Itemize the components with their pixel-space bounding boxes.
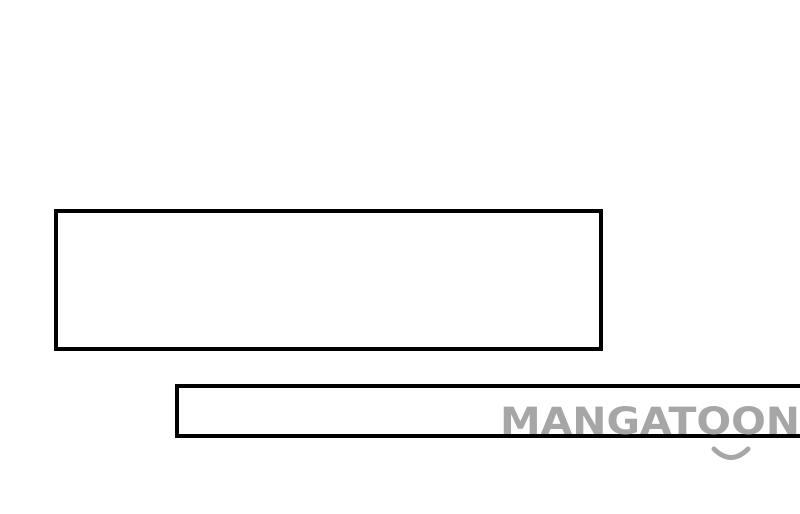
comic-panel-bottom bbox=[175, 384, 800, 438]
smile-icon bbox=[711, 446, 751, 460]
comic-panel-top bbox=[54, 209, 603, 351]
mangatoon-watermark-logo: MANGATOON bbox=[498, 396, 800, 466]
watermark-text: MANGATOON bbox=[500, 400, 800, 443]
mangatoon-logo-graphic: MANGATOON bbox=[500, 400, 800, 460]
